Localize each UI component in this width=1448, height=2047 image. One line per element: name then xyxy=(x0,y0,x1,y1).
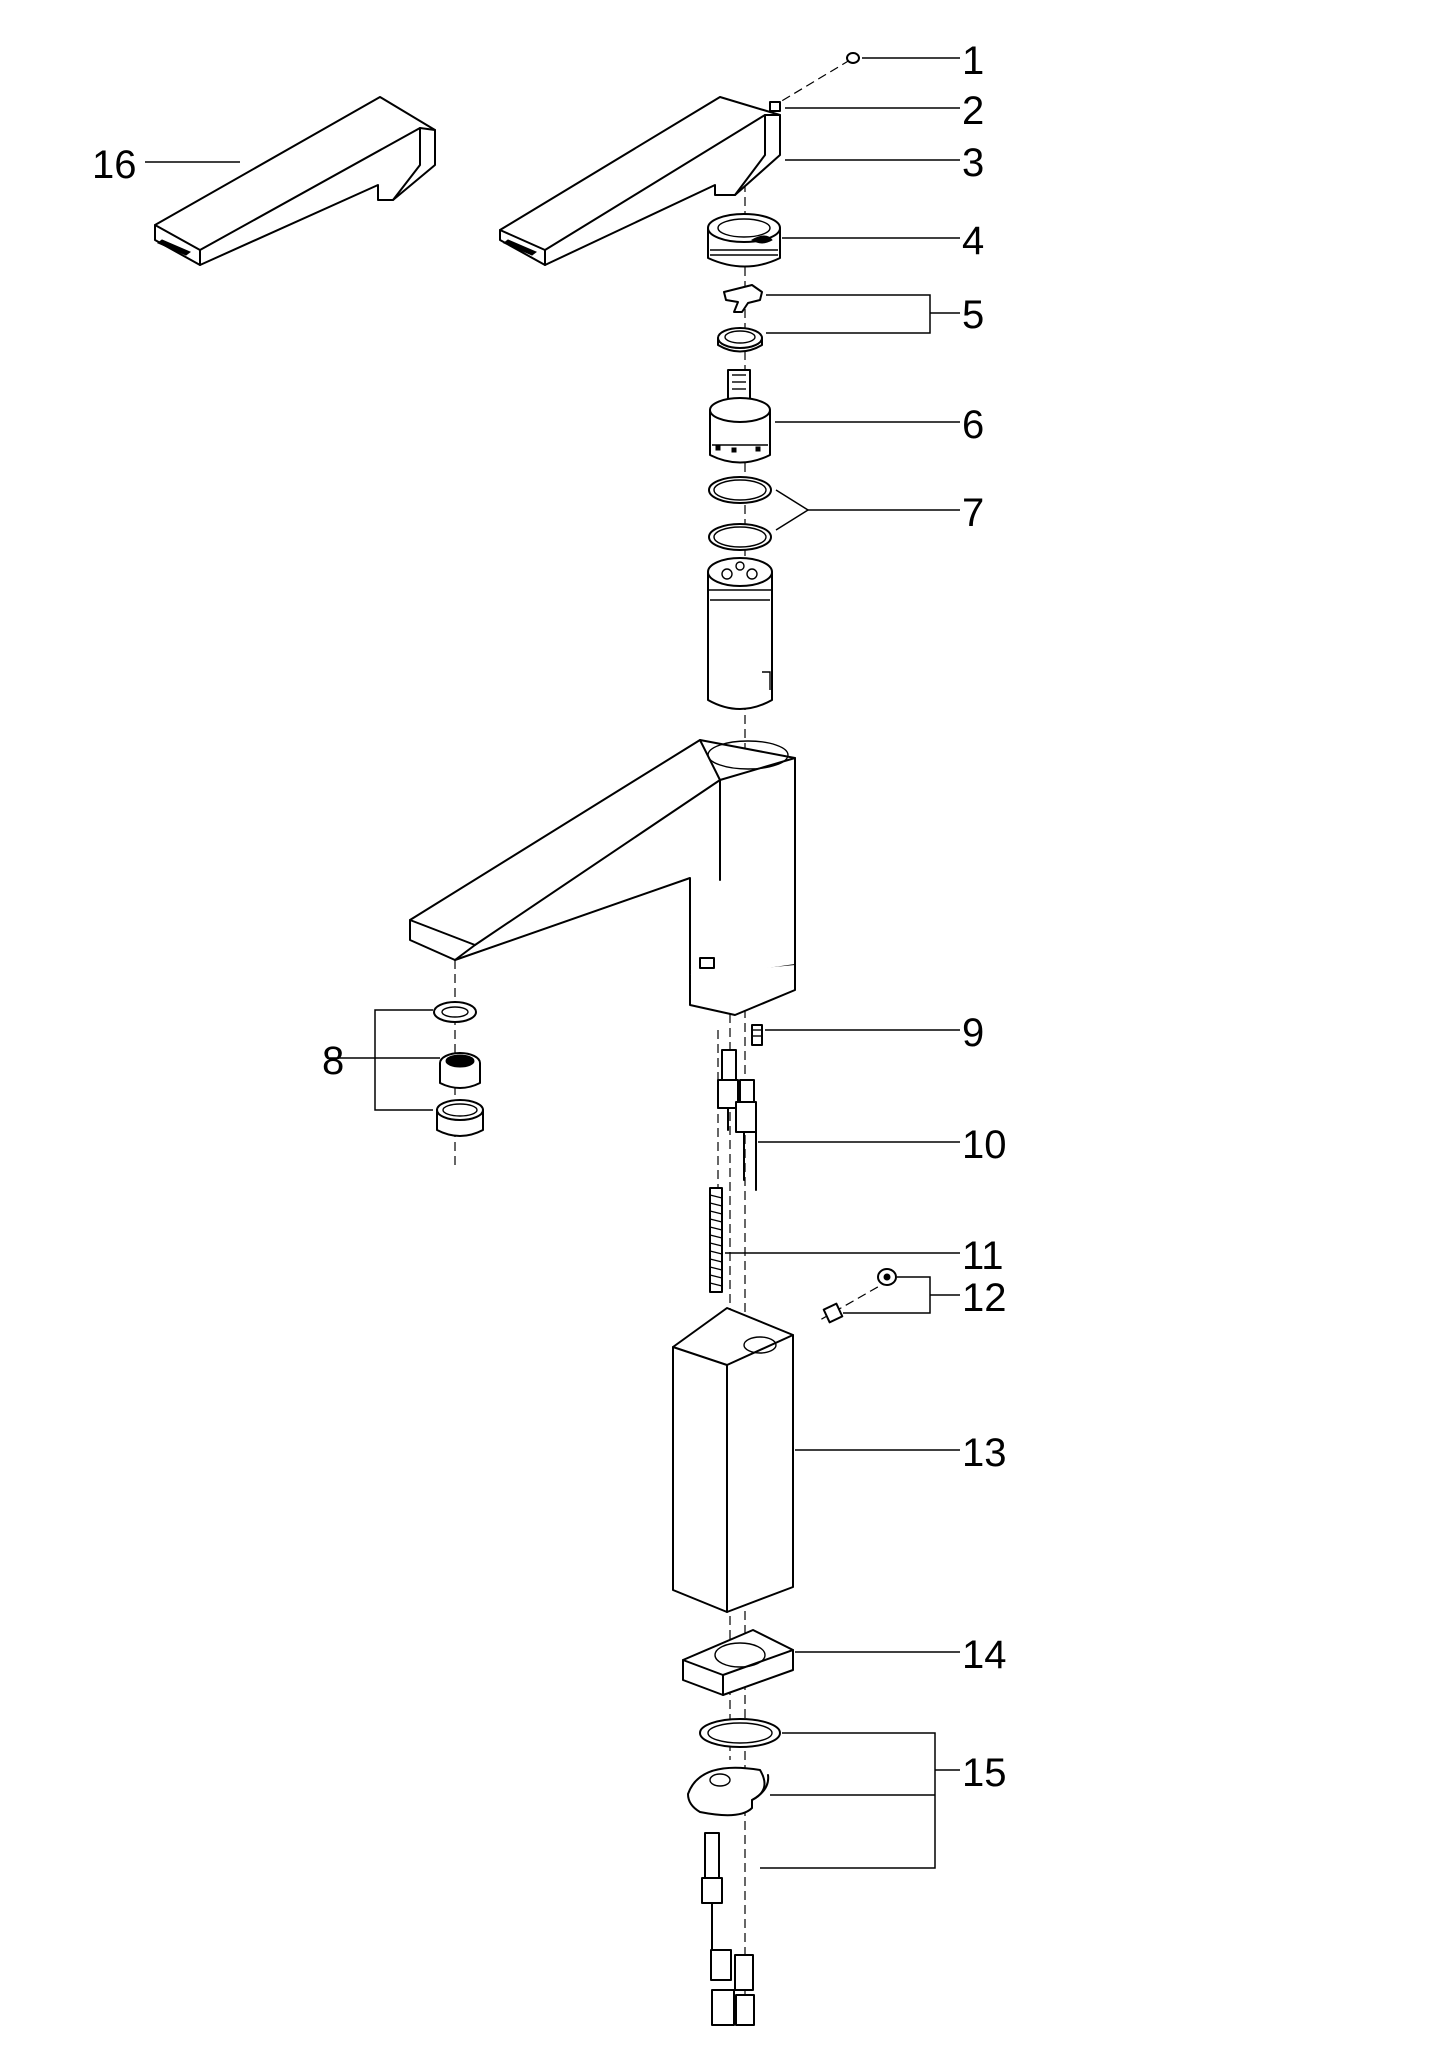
cartridge-part-6 xyxy=(709,369,771,464)
callout-10: 10 xyxy=(962,1123,1007,1167)
spout-part-3 xyxy=(499,96,781,266)
callout-14: 14 xyxy=(962,1633,1007,1677)
callout-16: 16 xyxy=(92,143,137,187)
callout-13: 13 xyxy=(962,1431,1007,1475)
cap-nut-part-4 xyxy=(707,213,781,268)
leader-lines xyxy=(145,57,960,1869)
grub-screw-part-2 xyxy=(769,101,781,112)
callout-7: 7 xyxy=(962,491,984,535)
ring-part-5 xyxy=(717,327,763,353)
callout-8: 8 xyxy=(322,1039,344,1083)
callout-1: 1 xyxy=(962,39,984,83)
aerator-set-part-8 xyxy=(433,1001,484,1137)
callout-4: 4 xyxy=(962,219,984,263)
callout-5: 5 xyxy=(962,293,984,337)
base-plate-part-14 xyxy=(682,1629,794,1696)
housing-part-13 xyxy=(672,1307,794,1613)
supply-hoses xyxy=(701,1832,755,2026)
faucet-body xyxy=(409,739,796,1016)
screw-cap-part-1 xyxy=(846,52,860,64)
callout-15: 15 xyxy=(962,1751,1007,1795)
cartridge-housing xyxy=(707,557,773,710)
spring-part-11 xyxy=(709,1187,723,1293)
callout-2: 2 xyxy=(962,89,984,133)
callout-9: 9 xyxy=(962,1011,984,1055)
screw-part-9 xyxy=(751,1024,763,1046)
o-rings-part-7 xyxy=(708,476,772,551)
screw-set-part-12 xyxy=(822,1268,897,1324)
clip-part-5 xyxy=(723,284,763,313)
callout-6: 6 xyxy=(962,403,984,447)
fixing-set-part-15 xyxy=(687,1718,781,1817)
alternate-spout-part-16 xyxy=(154,96,436,266)
hose-part-10 xyxy=(717,1049,757,1191)
callout-12: 12 xyxy=(962,1276,1007,1320)
assembly-axis-lines xyxy=(454,59,891,2020)
callout-11: 11 xyxy=(962,1234,1004,1278)
callout-labels: 1 2 3 4 5 6 7 8 9 10 11 12 13 14 15 16 xyxy=(92,39,1007,1795)
callout-3: 3 xyxy=(962,141,984,185)
